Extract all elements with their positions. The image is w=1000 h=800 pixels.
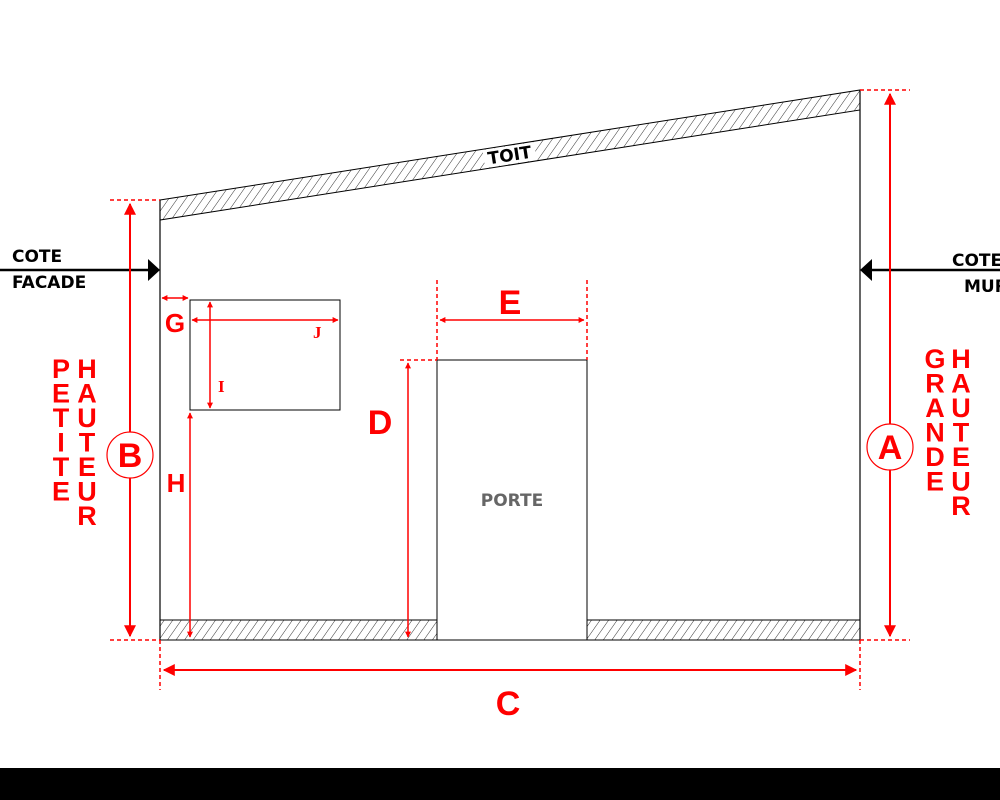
large-height-label-word2-letter: A bbox=[951, 369, 971, 399]
small-height-label-word1-letter: E bbox=[52, 477, 70, 507]
large-height-label-word2-letter: E bbox=[952, 442, 970, 472]
large-height-label-word2-letter: U bbox=[951, 393, 971, 423]
dimension-b-circle bbox=[106, 431, 154, 479]
large-height-label-word1-letter: N bbox=[925, 418, 945, 448]
facade-label-1: COTE bbox=[12, 247, 62, 267]
small-height-label-word2-letter: R bbox=[77, 501, 97, 531]
small-height-label-word1-letter: T bbox=[53, 452, 70, 482]
dimension-g: G bbox=[165, 308, 185, 338]
large-height-label-word2-letter: H bbox=[951, 344, 971, 374]
roof-label: TOIT bbox=[486, 143, 533, 170]
small-height-label-word2-letter: U bbox=[77, 477, 97, 507]
wall-label-1: COTE bbox=[952, 251, 1000, 271]
dimension-a-circle bbox=[866, 423, 914, 471]
window bbox=[189, 299, 341, 411]
door-label: PORTE bbox=[481, 491, 543, 511]
dimension-b: B bbox=[118, 437, 143, 475]
large-height-label-word1-letter: A bbox=[925, 393, 945, 423]
small-height-label-word1-letter: E bbox=[52, 379, 70, 409]
small-height-label-word1-letter: T bbox=[53, 403, 70, 433]
dimension-i: I bbox=[218, 377, 225, 396]
floor-slab-left bbox=[159, 619, 438, 641]
small-height-label-word2-letter: E bbox=[78, 452, 96, 482]
bottom-bar bbox=[0, 768, 1000, 800]
dimension-a: A bbox=[878, 429, 903, 467]
small-height-label-word1-letter: I bbox=[57, 428, 65, 458]
large-height-label-word1-letter: E bbox=[926, 467, 944, 497]
dimension-d: D bbox=[368, 404, 393, 442]
small-height-label-word2-letter: A bbox=[77, 379, 97, 409]
small-height-label-word2-letter: U bbox=[77, 403, 97, 433]
large-height-label-word1-letter: G bbox=[924, 344, 945, 374]
dimension-c: C bbox=[496, 685, 521, 723]
dimension-h: H bbox=[167, 468, 186, 498]
facade-arrow-icon bbox=[148, 259, 160, 281]
small-height-label-word2-letter: T bbox=[79, 428, 96, 458]
small-height-label-word2-letter: H bbox=[77, 354, 97, 384]
large-height-label-word1-letter: D bbox=[925, 442, 945, 472]
door bbox=[436, 359, 588, 641]
large-height-label-word2-letter: T bbox=[953, 418, 970, 448]
wall-arrow-icon bbox=[860, 259, 872, 281]
large-height-label-word2-letter: U bbox=[951, 467, 971, 497]
facade-label-2: FACADE bbox=[12, 273, 86, 293]
large-height-label-word1-letter: R bbox=[925, 369, 945, 399]
large-height-label-word2-letter: R bbox=[951, 491, 971, 521]
dimension-e: E bbox=[499, 284, 522, 322]
wall-label-2: MUR bbox=[964, 277, 1000, 297]
dimension-j: J bbox=[313, 323, 322, 342]
floor-slab-right bbox=[586, 619, 861, 641]
small-height-label-word1-letter: P bbox=[52, 354, 70, 384]
